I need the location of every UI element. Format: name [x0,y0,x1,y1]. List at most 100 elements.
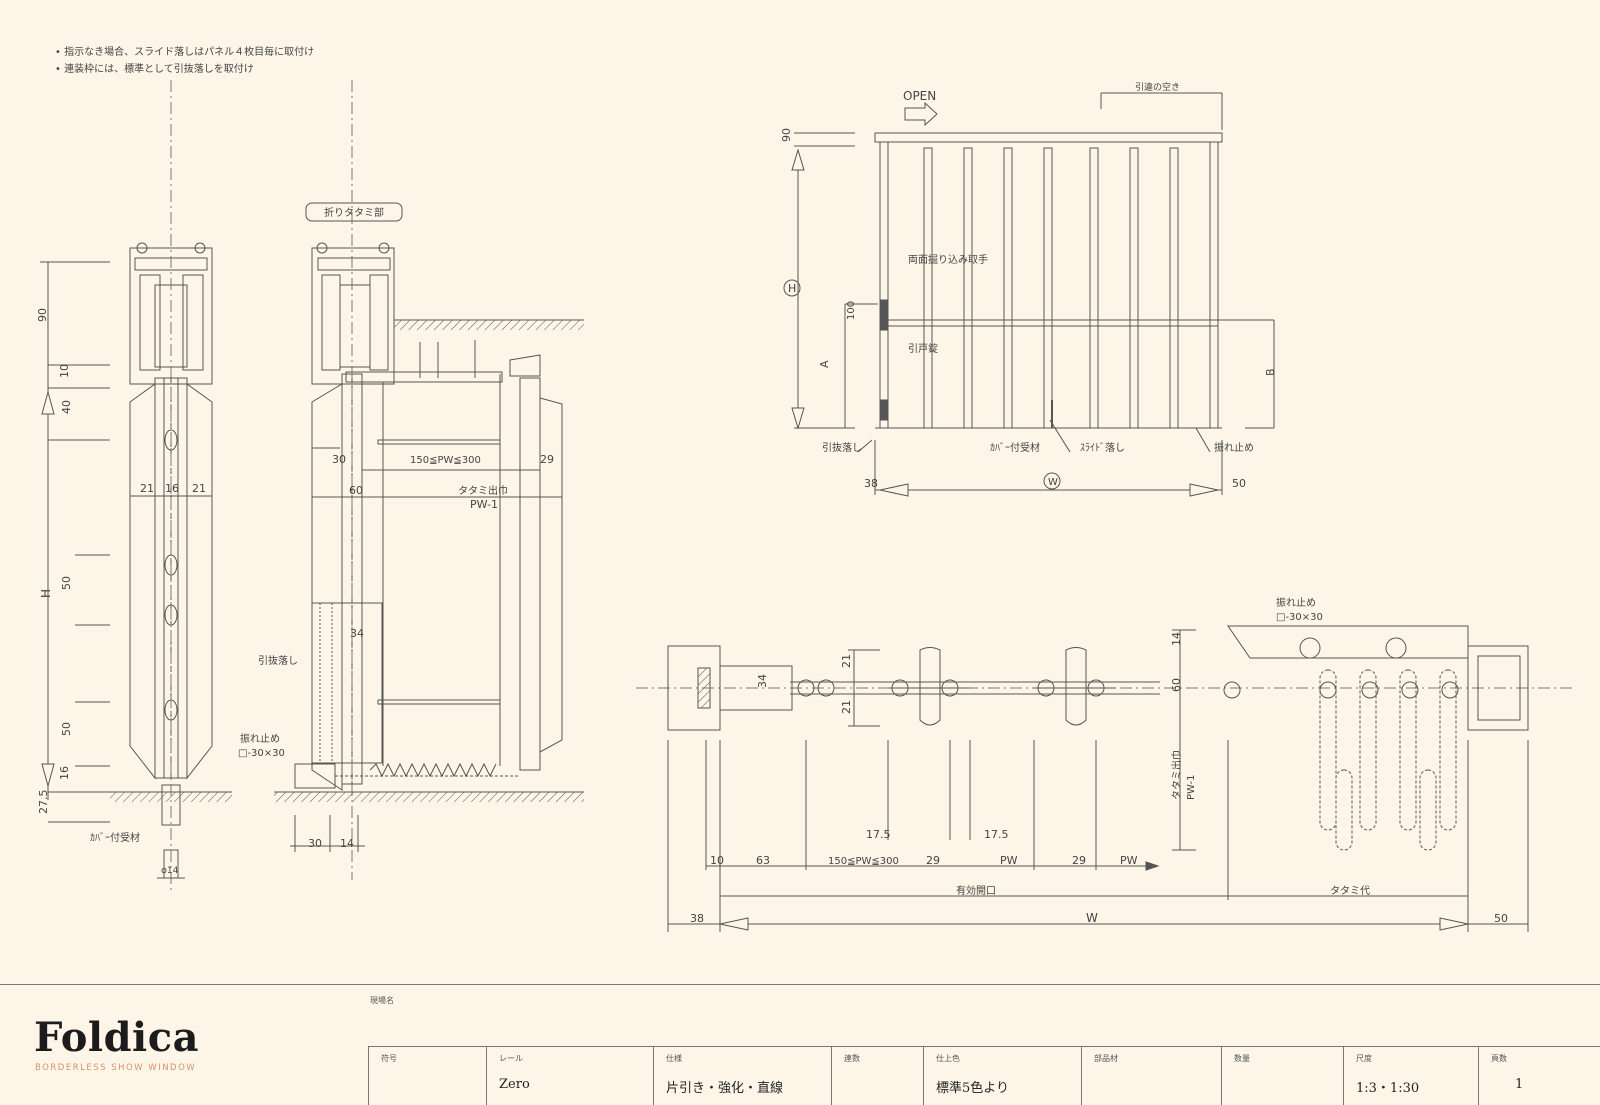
drawing-canvas: 90 10 40 50 50 16 27.5 H 21 16 21 ｶﾊﾞｰ付受… [36,80,1572,932]
title-block [0,984,1600,1105]
tb-value: 1:3・1:30 [1356,1081,1420,1096]
tb-cell-page: 頁数 1 [1478,1047,1600,1105]
dim-text: 17.5 [866,828,891,841]
plan-view-labels: 振れ止め □-30×30 14 60 21 21 34 タタミ出巾 PW-1 1… [690,596,1508,925]
tb-cell-material: 部品材 [1081,1047,1222,1105]
pull-bolt-label-side: 引抜落し [258,654,298,667]
dim-text: 90 [780,128,793,142]
fold-allowance-label: タタミ代 [1330,885,1370,897]
brand-tagline: BORDERLESS SHOW WINDOW [35,1063,197,1073]
tb-head: 尺度 [1356,1054,1372,1063]
dim-text: 63 [756,854,770,867]
dim-text: 60 [349,484,363,497]
dim-label-W-elev: W [1048,477,1058,488]
dim-label-H-elev: H [788,282,796,295]
pw-range-label: 150≦PW≦300 [410,455,481,466]
dim-text: 34 [350,627,364,640]
dim-text: 14 [1170,632,1183,646]
tb-head: 符号 [381,1054,397,1063]
brand-logo: Foldica [34,1014,200,1061]
dim-text: 50 [1232,477,1246,490]
dim-text: 30 [332,453,346,466]
dim-label-A: A [818,360,831,368]
cover-receiver-label-elev: ｶﾊﾞｰ付受材 [990,441,1040,454]
pw-label: PW [1000,854,1018,867]
top-right-dim-label: 引違の空き [1135,81,1180,93]
swing-stop-label: 振れ止め [1214,441,1254,454]
dim-text: 21 [140,482,154,495]
dim-label-B: B [1264,368,1277,376]
dim-label-H: H [39,589,53,598]
tb-cell-spec: 仕様 片引き・強化・直線 [653,1047,832,1105]
vertical-section-folding [274,80,584,880]
tb-cell-code: 符号 [368,1047,487,1105]
dim-text: 30 [308,837,322,850]
swing-stop-label-plan: 振れ止め [1276,596,1316,609]
elevation-view [783,92,1275,497]
pull-bolt-label: 引抜落し [822,441,862,454]
tb-cell-rail: レール Zero [486,1047,639,1105]
open-label: OPEN [903,89,936,103]
dim-text: 21 [840,700,853,714]
dim-text: 16 [58,766,71,780]
swing-stop-size-label-side: □-30×30 [238,748,285,759]
tb-head: 連数 [844,1054,860,1063]
plan-view [636,625,1572,932]
slide-bolt-label: ｽﾗｲﾄﾞ落し [1080,442,1125,454]
pw-minus-label: PW-1 [470,498,498,511]
notes: • 指示なき場合、スライド落しはパネル４枚目毎に取付け • 連装枠には、標準とし… [55,44,314,78]
tb-head: 数量 [1234,1054,1250,1063]
pw-range-label-plan: 150≦PW≦300 [828,856,899,867]
dim-text: 17.5 [984,828,1009,841]
recessed-handle-label: 両面掘り込み取手 [908,253,988,266]
swing-stop-size-label-plan: □-30×30 [1276,612,1323,623]
dim-text: 21 [840,654,853,668]
dim-text: 16 [165,482,179,495]
pw-label-2: PW [1120,854,1138,867]
vertical-section-main-labels: 90 10 40 50 50 16 27.5 H 21 16 21 ｶﾊﾞｰ付受… [36,308,206,876]
pw-minus-label-plan: PW-1 [1186,775,1197,800]
title-block-row: 符号 レール Zero 仕様 片引き・強化・直線 連数 仕上色 標準5色より 部… [368,1046,1600,1105]
panel-stiles [923,147,1179,429]
tb-head: 頁数 [1491,1054,1507,1063]
effective-opening-label: 有効開口 [956,884,996,897]
dim-text: φ14 [161,866,179,876]
tb-cell-finish: 仕上色 標準5色より [923,1047,1076,1105]
tb-head: 部品材 [1094,1054,1118,1063]
tb-value: 片引き・強化・直線 [666,1081,784,1096]
site-name-label: 現場名 [370,996,394,1005]
swing-stop-label-side: 振れ止め [240,732,280,745]
fold-width-label-plan: タタミ出巾 [1170,750,1183,800]
tb-cell-scale: 尺度 1:3・1:30 [1343,1047,1474,1105]
dim-text: 29 [1072,854,1086,867]
fold-width-label: タタミ出巾 [458,484,508,497]
folding-section-label: 折りタタミ部 [324,206,384,219]
dim-text: 14 [340,837,354,850]
dim-text: 60 [1170,678,1183,692]
dim-text: 34 [756,674,769,688]
tb-head: 仕上色 [936,1054,960,1063]
dim-text: 21 [192,482,206,495]
dim-text: 27.5 [37,790,50,815]
dim-text: 38 [864,477,878,490]
tb-head: レール [499,1054,523,1063]
tb-cell-count: 連数 [831,1047,924,1105]
dim-text: 100 [846,301,857,320]
cover-receiver-label: ｶﾊﾞｰ付受材 [90,831,140,844]
dim-text: 50 [60,576,73,590]
vertical-section-folding-labels: 折りタタミ部 30 150≦PW≦300 29 60 タタミ出巾 PW-1 34… [238,206,554,850]
tb-value: Zero [499,1077,530,1092]
dim-text: 40 [60,400,73,414]
tb-cell-quantity: 数量 [1221,1047,1334,1105]
tb-head: 仕様 [666,1054,682,1063]
dim-text: 29 [540,453,554,466]
pull-handle-label: 引戸錠 [908,342,938,355]
dim-text: 90 [36,308,49,322]
dim-text: 10 [58,364,71,378]
note-line: • 連装枠には、標準として引抜落しを取付け [55,64,254,75]
vertical-section-main [40,80,232,890]
note-line: • 指示なき場合、スライド落しはパネル４枚目毎に取付け [55,47,315,58]
dim-text: 10 [710,854,724,867]
folded-panels [1319,669,1457,851]
elevation-labels: OPEN 引違の空き 90 H 100 A B 両面掘り込み取手 引戸錠 引抜落… [780,81,1277,490]
